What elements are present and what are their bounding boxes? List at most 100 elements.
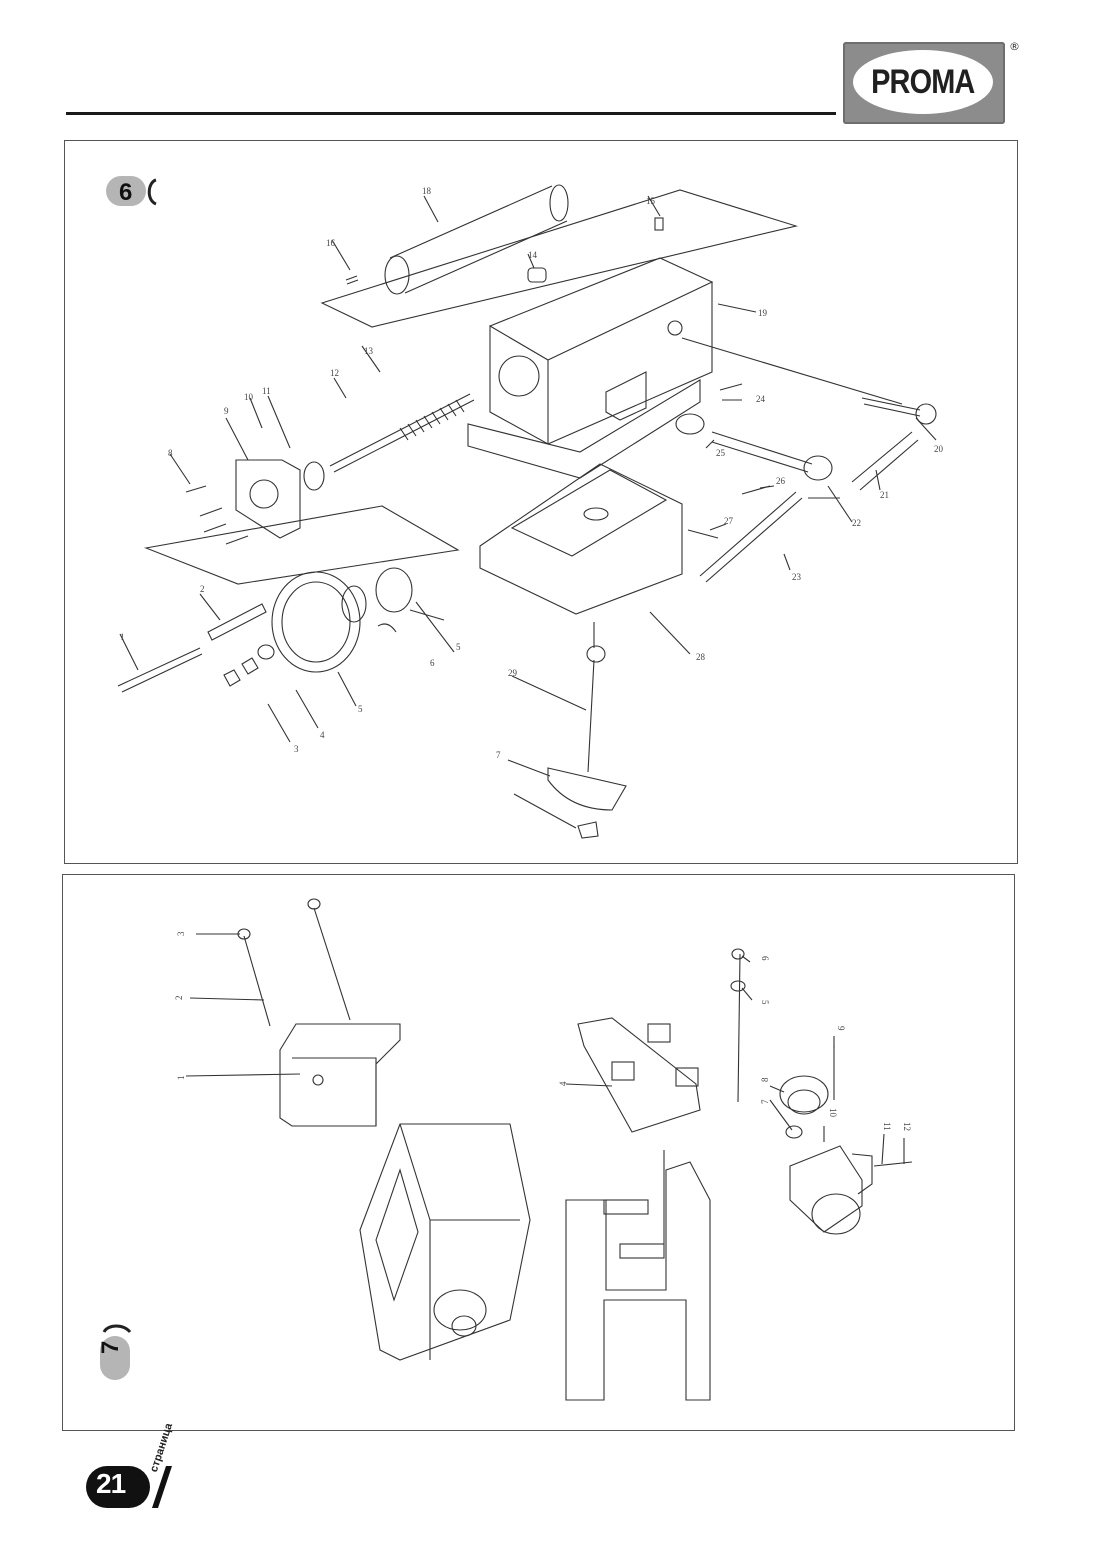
base-block [605, 371, 647, 421]
leader-lines [185, 933, 905, 1165]
carriage-hole [583, 507, 609, 521]
bed-slot-2 [619, 1243, 665, 1259]
middle-plane [143, 505, 460, 585]
tube-18-end [384, 255, 410, 295]
label-7-4: 4 [558, 1081, 568, 1086]
badge-arc [147, 178, 157, 206]
label-7-1: 1 [176, 1076, 186, 1081]
plate-block-3 [675, 1067, 699, 1087]
badge-bg [100, 1336, 130, 1380]
label-7-3: 3 [176, 931, 186, 936]
lever-line-20 [681, 337, 903, 405]
figure-6-panel [64, 140, 1018, 864]
leadscrew-threads [399, 399, 465, 441]
figure-6-diagram: 1 2 3 4 5 5 6 7 8 9 10 11 12 13 14 15 16… [117, 184, 944, 839]
carriage-slot [510, 469, 668, 557]
lever-23 [699, 491, 803, 583]
figure-7-panel [62, 874, 1015, 1431]
label-6-9: 9 [224, 406, 229, 416]
cover-1 [279, 1023, 401, 1127]
screws-2 [243, 907, 351, 1027]
label-7-6: 6 [760, 956, 770, 961]
figure-6-badge: 6 [106, 176, 157, 206]
handwheel-5 [271, 571, 361, 673]
label-6-27: 27 [724, 516, 734, 526]
headstock-box [359, 1123, 531, 1361]
washer-7 [785, 1125, 803, 1139]
pin-16 [345, 275, 359, 285]
registered-mark: ® [1009, 40, 1020, 53]
nut-3 [223, 669, 241, 687]
label-6-10: 10 [244, 392, 254, 402]
bed-slot-1 [603, 1199, 649, 1215]
leader-lines [119, 195, 937, 829]
headstock-window [375, 1168, 419, 1302]
label-6-8: 8 [168, 448, 173, 458]
pulley-8-groove [787, 1089, 821, 1115]
label-6-28: 28 [696, 652, 706, 662]
label-7-2: 2 [174, 996, 184, 1001]
label-6-24: 24 [756, 394, 766, 404]
handle-2 [207, 603, 267, 641]
housing-side [547, 282, 713, 445]
label-6-29: 29 [508, 668, 518, 678]
figure-6-number: 6 [119, 179, 132, 206]
clip-6 [377, 623, 397, 633]
label-6-2: 2 [200, 584, 205, 594]
bed-frame [565, 1161, 711, 1401]
motor-box [851, 1153, 873, 1195]
handwheel-hub [341, 585, 367, 623]
badge-arc [102, 1324, 132, 1334]
page-number-slash [152, 1466, 172, 1508]
pin-27 [687, 529, 719, 539]
cover-hole [312, 1074, 324, 1086]
housing-bore [498, 355, 540, 397]
washer-5 [730, 980, 746, 992]
housing-port [667, 320, 683, 336]
label-6-11: 11 [262, 386, 271, 396]
page-number: 21 [96, 1468, 126, 1499]
handle-21 [851, 431, 919, 491]
figure-7-badge: 7 [97, 1324, 132, 1380]
logo-oval: PROMA [853, 50, 993, 114]
cover-1-edge [292, 1057, 377, 1126]
dial-7 [375, 567, 413, 613]
motor-plate-4 [577, 1017, 701, 1133]
label-7-9: 9 [836, 1026, 846, 1031]
flange-bolts [185, 485, 249, 545]
label-7-7: 7 [760, 1099, 770, 1104]
label-6-6: 6 [430, 658, 435, 668]
handwheel-5-rim [281, 581, 351, 663]
label-6-20: 20 [934, 444, 944, 454]
label-7-8: 8 [760, 1077, 770, 1082]
knob-22 [803, 455, 833, 481]
carriage-29 [479, 463, 683, 615]
tube-18-far-end [549, 184, 569, 222]
clamp-nut [577, 821, 599, 839]
plate-block-1 [647, 1023, 671, 1043]
badge-bg [106, 176, 146, 206]
clamp-block [547, 767, 627, 811]
proma-logo: PROMA [843, 42, 1005, 124]
label-6-4: 4 [320, 730, 325, 740]
leadscrew-13 [329, 393, 475, 473]
label-6-19: 19 [758, 308, 768, 318]
headstock-edges [399, 1123, 520, 1360]
spindle-bore [451, 1315, 477, 1337]
label-6-14: 14 [528, 250, 538, 260]
shaft-22 [711, 431, 813, 473]
lever-20 [861, 397, 921, 417]
pin-24 [719, 383, 743, 391]
flange-bore [249, 479, 279, 509]
logo-text: PROMA [871, 62, 975, 101]
bearing-11 [303, 461, 325, 491]
nut-4 [241, 657, 259, 675]
label-6-1: 1 [120, 632, 125, 642]
label-6-22: 22 [852, 518, 861, 528]
pin-15 [654, 217, 664, 231]
label-6-18: 18 [422, 186, 432, 196]
bush-25 [675, 413, 705, 435]
screw-11-12 [873, 1161, 913, 1167]
flange-9 [235, 459, 301, 539]
lever-20-ball [915, 403, 937, 425]
